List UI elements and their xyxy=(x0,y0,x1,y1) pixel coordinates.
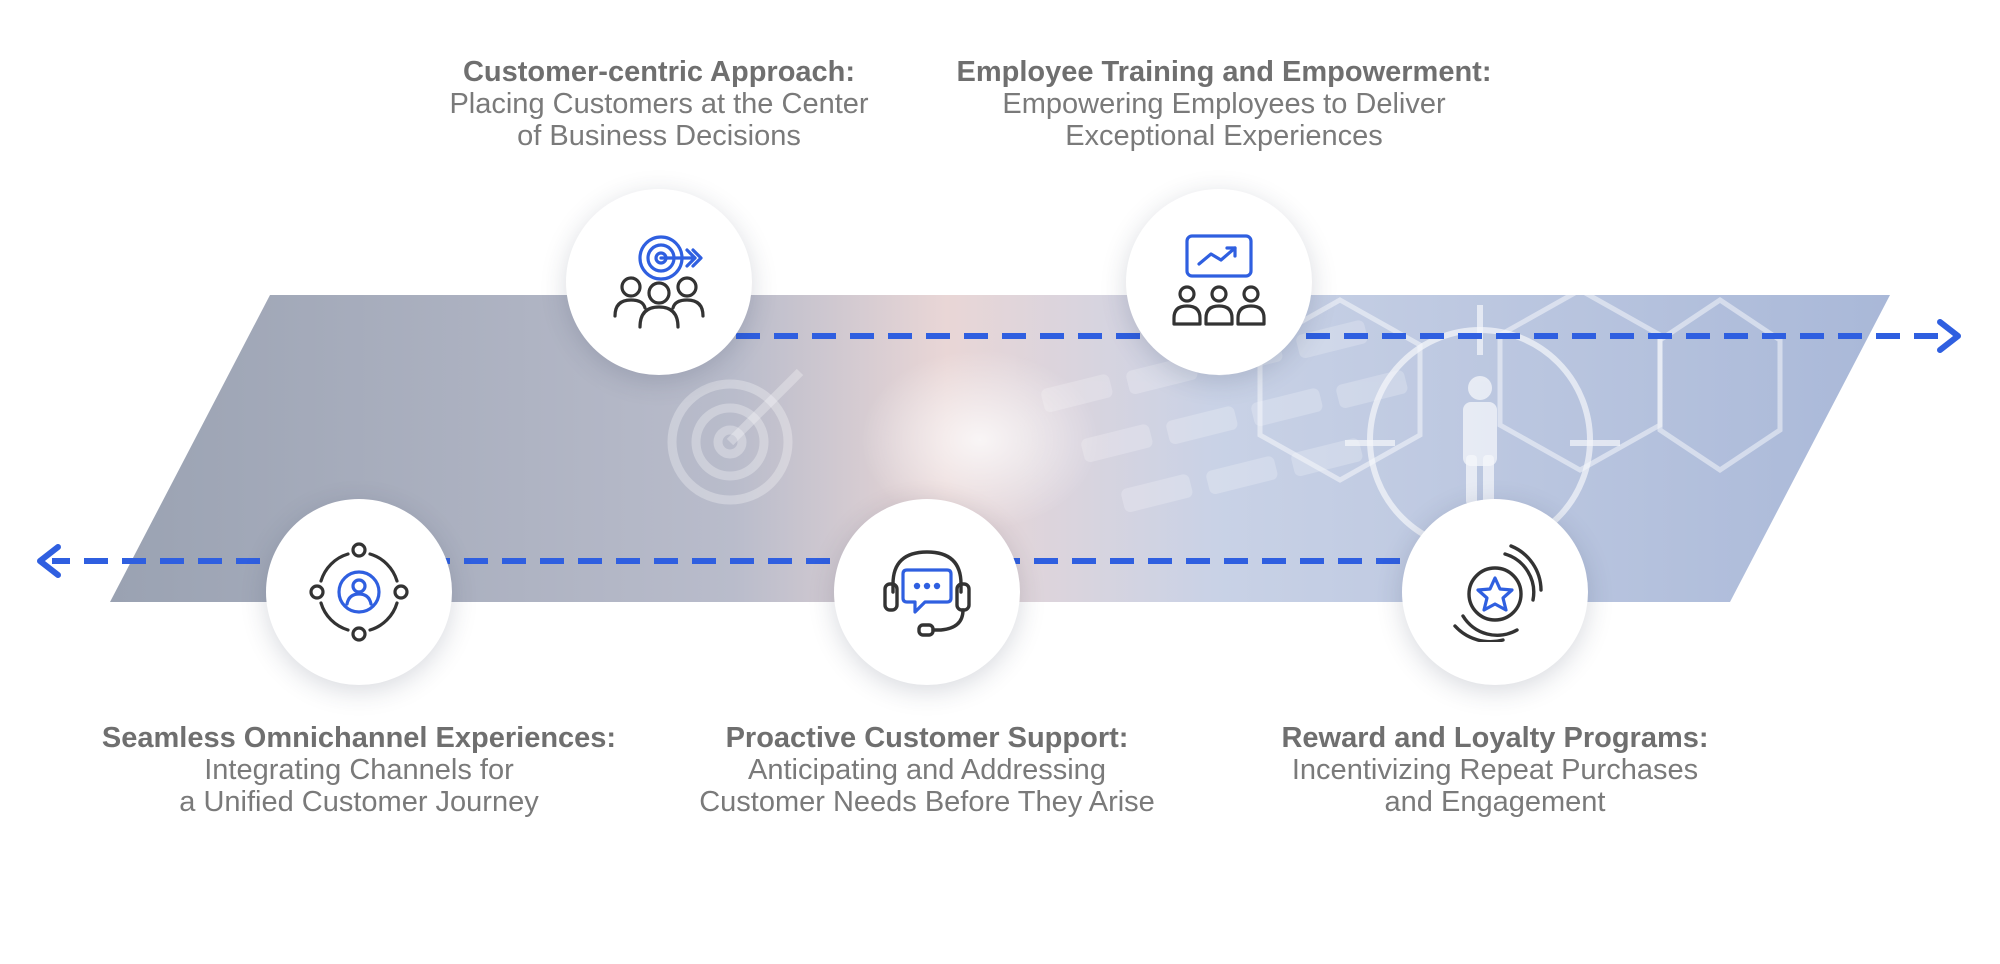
label-reward-loyalty: Reward and Loyalty Programs: Incentivizi… xyxy=(1215,722,1775,818)
label-customer-centric: Customer-centric Approach: Placing Custo… xyxy=(379,56,939,152)
user-network-icon xyxy=(309,542,409,642)
item-description: Incentivizing Repeat Purchases and Engag… xyxy=(1291,754,1699,818)
item-title: Reward and Loyalty Programs: xyxy=(1281,722,1709,754)
item-title: Employee Training and Empowerment: xyxy=(956,56,1492,88)
label-employee-training: Employee Training and Empowerment: Empow… xyxy=(939,56,1509,152)
target-team-icon xyxy=(613,235,705,329)
headset-chat-icon xyxy=(883,550,971,637)
item-title: Customer-centric Approach: xyxy=(462,56,856,88)
label-omnichannel: Seamless Omnichannel Experiences: Integr… xyxy=(79,722,639,818)
node-omnichannel xyxy=(266,499,452,685)
node-reward-loyalty xyxy=(1402,499,1588,685)
node-customer-centric xyxy=(566,189,752,375)
loyalty-star-icon xyxy=(1453,544,1543,642)
presentation-training-icon xyxy=(1172,234,1266,326)
item-description: Empowering Employees to Deliver Exceptio… xyxy=(1002,88,1446,152)
item-description: Anticipating and Addressing Customer Nee… xyxy=(699,754,1155,818)
node-proactive-support xyxy=(834,499,1020,685)
arrow-right-icon xyxy=(1937,319,1961,353)
item-description: Placing Customers at the Center of Busin… xyxy=(449,88,869,152)
arrow-left-icon xyxy=(37,544,61,578)
label-proactive-support: Proactive Customer Support: Anticipating… xyxy=(647,722,1207,818)
item-title: Proactive Customer Support: xyxy=(725,722,1129,754)
item-title: Seamless Omnichannel Experiences: xyxy=(101,722,617,754)
item-description: Integrating Channels for a Unified Custo… xyxy=(179,754,539,818)
node-employee-training xyxy=(1126,189,1312,375)
